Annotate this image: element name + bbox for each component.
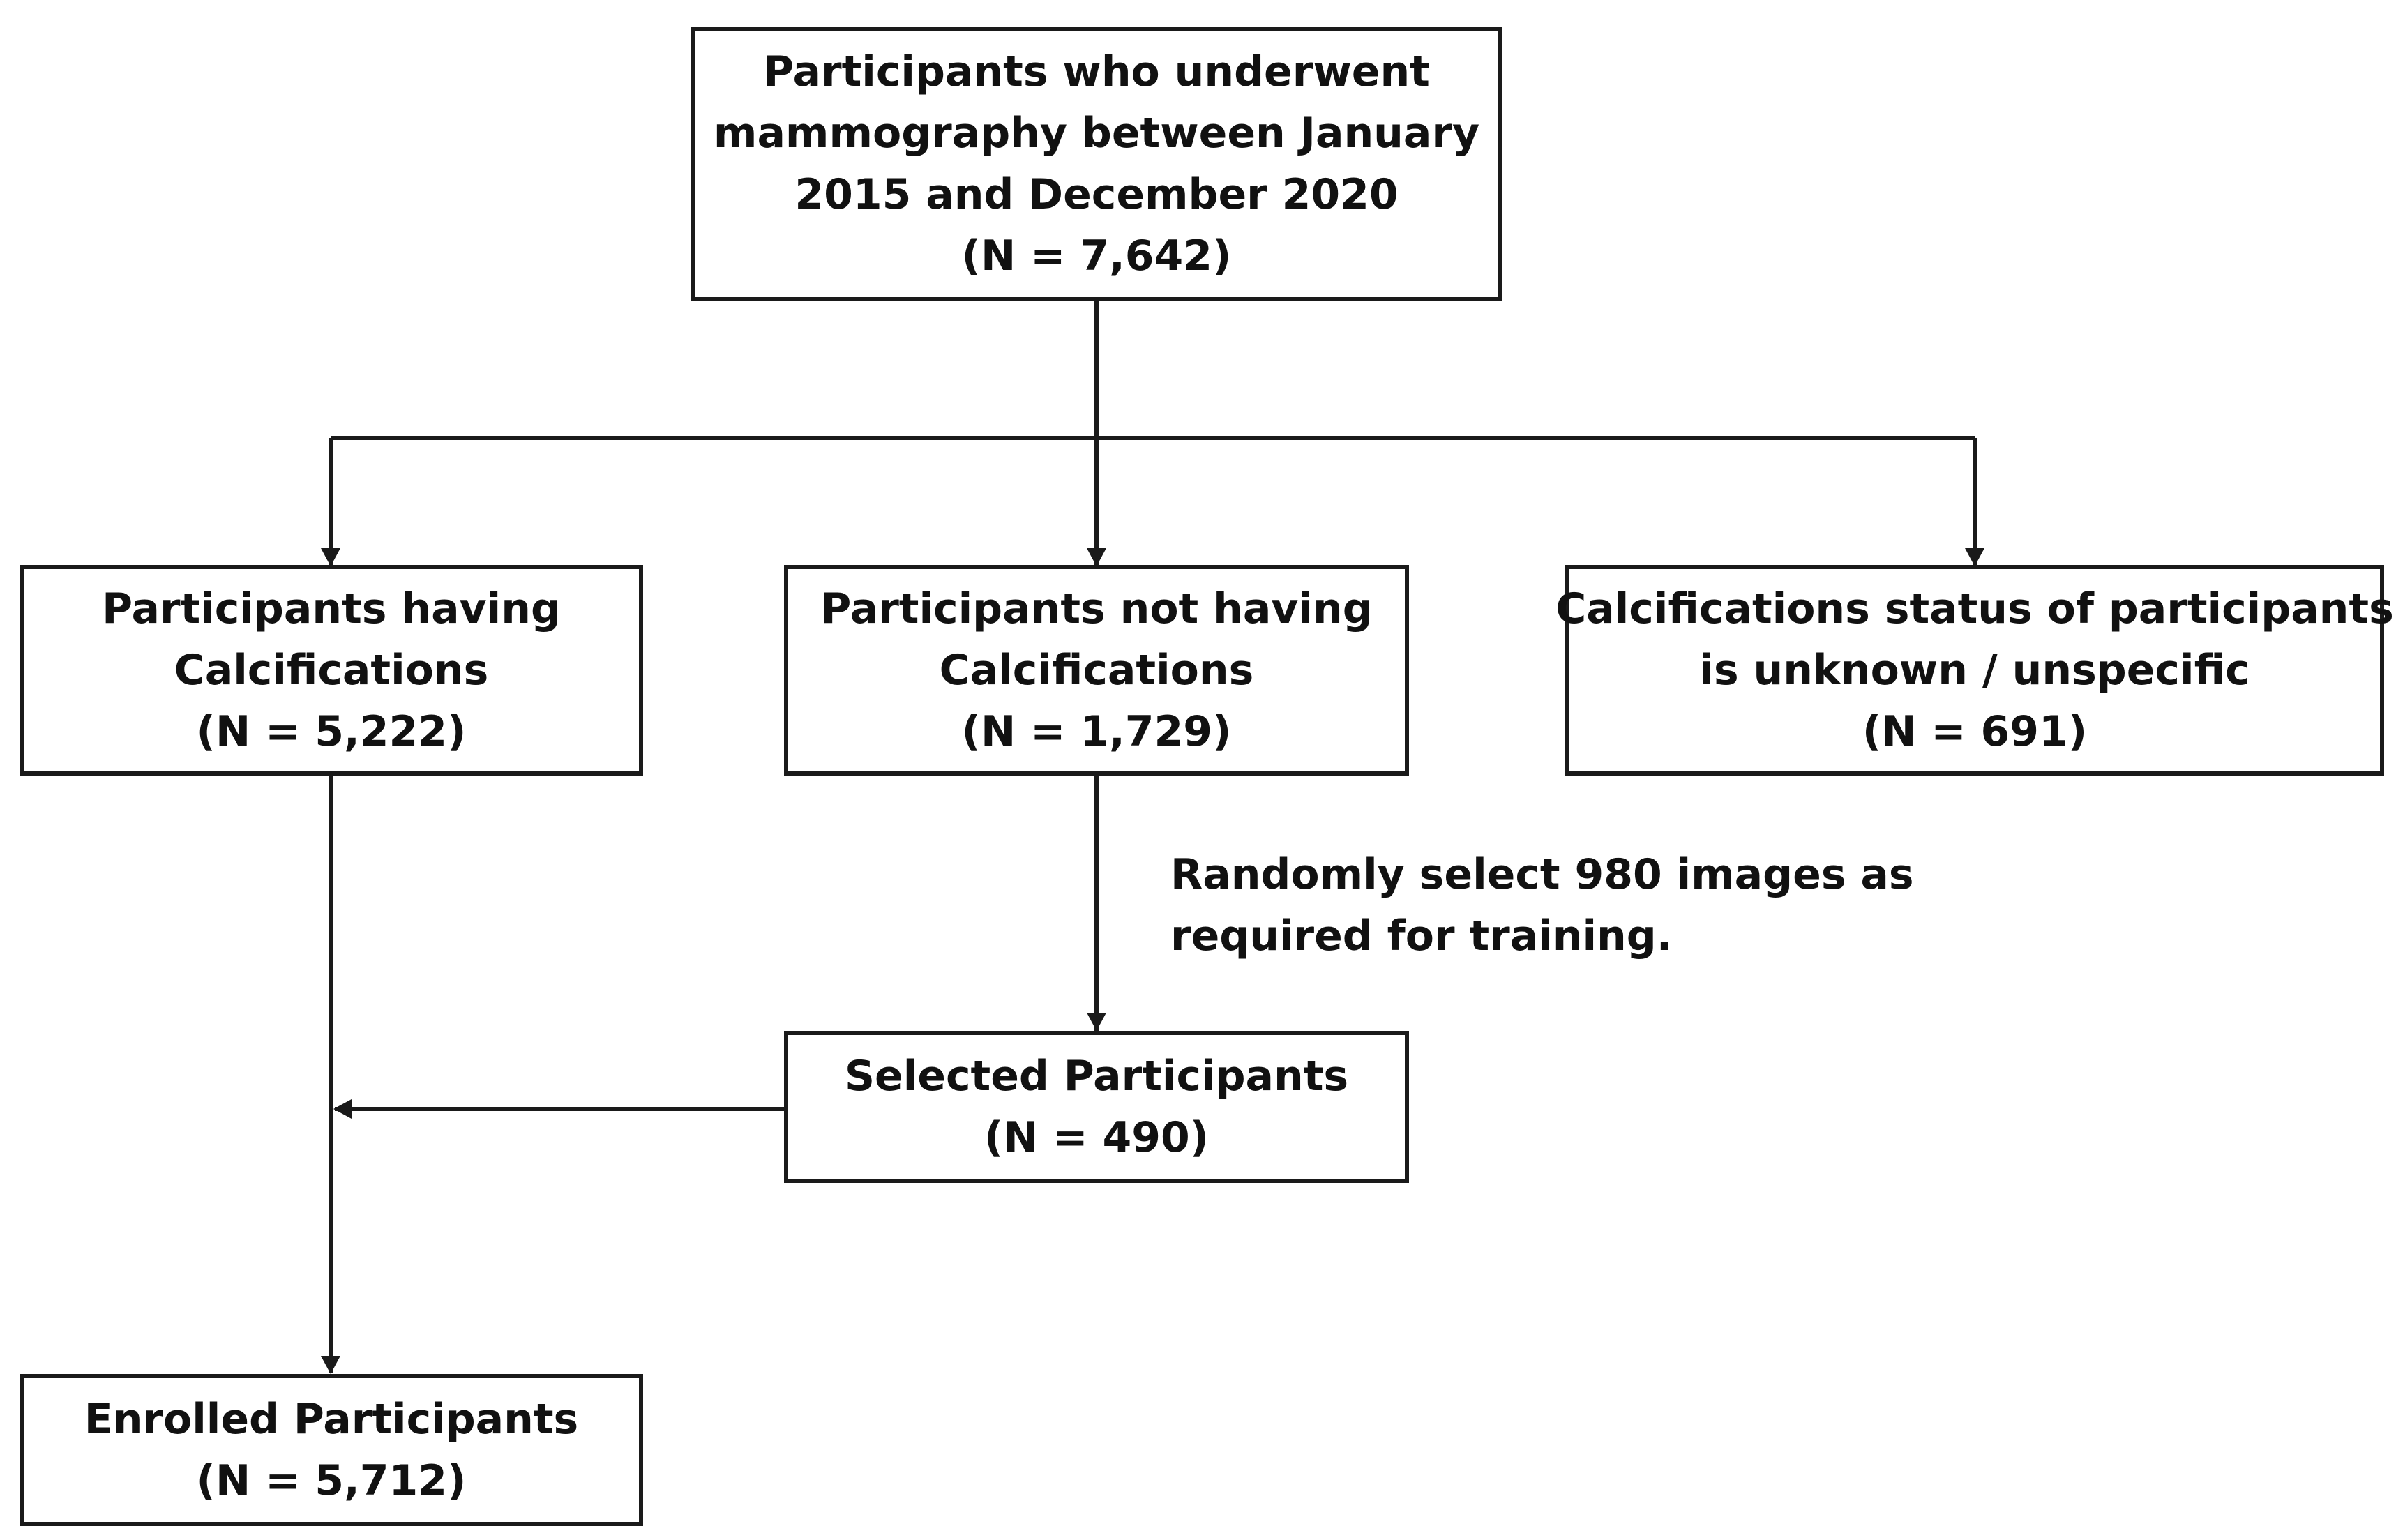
- selected-box-line-1: Selected Participants: [844, 1052, 1349, 1101]
- top-box-line-2: mammography between January: [713, 109, 1480, 158]
- enrolled-box-line-1: Enrolled Participants: [84, 1395, 579, 1444]
- selected-participants-box: Selected Participants (N = 490): [784, 1031, 1409, 1183]
- not-having-box-count: (N = 1,729): [961, 707, 1232, 756]
- random-selection-note: Randomly select 980 images as required f…: [1170, 844, 1914, 967]
- unknown-box-line-2: is unknown / unspecific: [1699, 646, 2250, 695]
- top-box-line-3: 2015 and December 2020: [794, 170, 1399, 219]
- arrowhead-enrolled: [321, 1356, 340, 1374]
- arrowhead-selected: [1087, 1013, 1106, 1031]
- having-calcifications-box: Participants having Calcifications (N = …: [20, 565, 643, 776]
- unknown-status-box: Calcifications status of participants is…: [1555, 565, 2394, 776]
- enrolled-participants-box: Enrolled Participants (N = 5,712): [20, 1374, 643, 1526]
- having-box-line-2: Calcifications: [174, 646, 489, 695]
- having-box-line-1: Participants having: [102, 584, 561, 633]
- unknown-box-count: (N = 691): [1862, 707, 2088, 756]
- unknown-box-line-1: Calcifications status of participants: [1555, 584, 2394, 633]
- arrowhead-having: [321, 548, 340, 566]
- arrowhead-merge: [333, 1099, 352, 1119]
- not-having-calcifications-box: Participants not having Calcifications (…: [784, 565, 1409, 776]
- selected-box-count: (N = 490): [984, 1113, 1210, 1162]
- selection-note-line-1: Randomly select 980 images as: [1170, 850, 1914, 899]
- having-box-count: (N = 5,222): [196, 707, 467, 756]
- not-having-box-line-1: Participants not having: [820, 584, 1373, 633]
- arrowhead-not-having: [1087, 548, 1106, 566]
- arrowhead-unknown: [1965, 548, 1984, 566]
- not-having-box-line-2: Calcifications: [939, 646, 1254, 695]
- top-box-line-1: Participants who underwent: [763, 47, 1430, 96]
- top-box-count: (N = 7,642): [961, 232, 1232, 280]
- top-box-mammography-participants: Participants who underwent mammography b…: [691, 27, 1502, 301]
- selection-note-line-2: required for training.: [1170, 912, 1673, 960]
- enrolled-box-count: (N = 5,712): [196, 1456, 467, 1505]
